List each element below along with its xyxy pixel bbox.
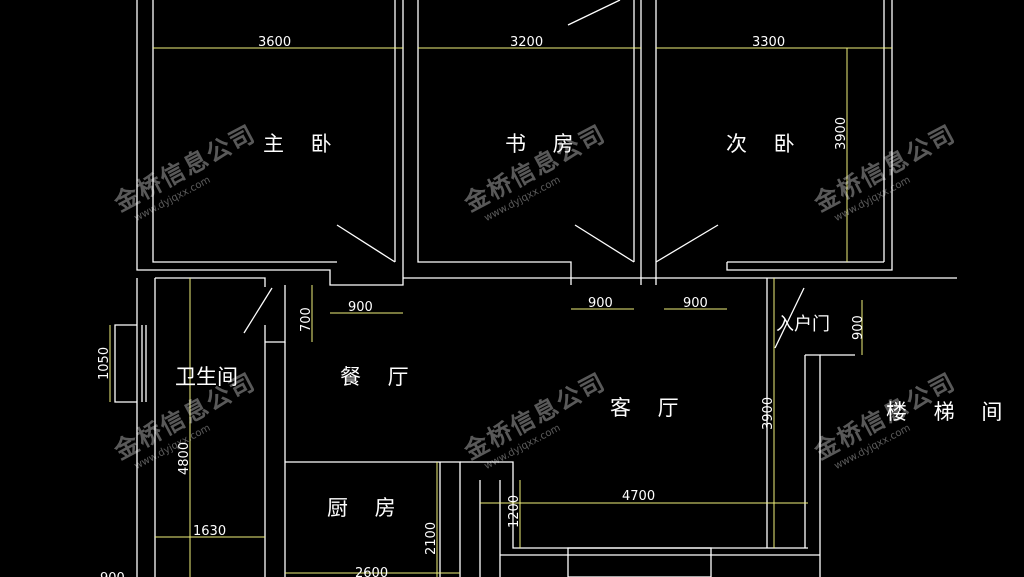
room-label-dining: 餐 厅 [340, 365, 419, 389]
room-label-living: 客 厅 [610, 396, 689, 420]
dim-second-width: 3300 [752, 35, 785, 50]
second-door-swing [655, 224, 719, 263]
room-label-master-bedroom: 主 卧 [263, 132, 342, 156]
watermark-5: 金桥信息公司 www.dyjqxx.com [459, 367, 611, 472]
watermark-3: 金桥信息公司 www.dyjqxx.com [809, 119, 961, 224]
study-walls [417, 0, 572, 285]
room-label-kitchen: 厨 房 [327, 496, 406, 520]
dim-door-second: 900 [683, 296, 708, 311]
dim-bath-1630: 1630 [193, 524, 226, 539]
study-door-swing [574, 224, 635, 263]
watermark-text: 金桥信息公司 [109, 119, 261, 217]
dim-window-1050: 1050 [97, 347, 112, 380]
dim-living-4700: 4700 [622, 489, 655, 504]
dimension-lines [109, 47, 892, 577]
steps [567, 547, 712, 577]
top-diagonal [567, 0, 621, 26]
bathroom-top [155, 277, 266, 287]
master-door-swing [336, 224, 396, 263]
dim-door-study: 900 [588, 296, 613, 311]
dim-living-3900: 3900 [761, 397, 776, 430]
watermark-text: 金桥信息公司 [459, 367, 611, 465]
small-alcove [265, 285, 286, 343]
room-label-entry-door: 入户门 [776, 314, 830, 335]
dim-master-width: 3600 [258, 35, 291, 50]
dim-kitchen-2600: 2600 [355, 566, 388, 577]
bathroom-door [243, 287, 273, 334]
dim-study-width: 3200 [510, 35, 543, 50]
walls [114, 0, 957, 577]
room-label-stairwell: 楼 梯 间 [886, 400, 1012, 424]
room-label-second-bedroom: 次 卧 [726, 132, 805, 156]
dim-balcony-1200: 1200 [507, 495, 522, 528]
dim-second-height: 3900 [834, 117, 849, 150]
dim-kitchen-2100: 2100 [424, 522, 439, 555]
second-bedroom-inner [726, 0, 893, 271]
window-box [114, 324, 137, 403]
master-bedroom-walls [136, 0, 404, 286]
master-bedroom-inner [152, 0, 337, 263]
room-label-study: 书 房 [505, 132, 584, 156]
dim-door-master: 900 [348, 300, 373, 315]
room-label-bathroom: 卫生间 [175, 365, 238, 389]
watermark-text: 金桥信息公司 [809, 119, 961, 217]
dim-bath-4800: 4800 [177, 442, 192, 475]
dim-entry-door: 900 [851, 315, 866, 340]
entry-frame [805, 354, 821, 577]
entry-door-swing [774, 287, 805, 349]
dim-bottom-left-partial: 900 [100, 571, 125, 577]
watermark-1: 金桥信息公司 www.dyjqxx.com [109, 119, 261, 224]
dim-small-700: 700 [299, 307, 314, 332]
